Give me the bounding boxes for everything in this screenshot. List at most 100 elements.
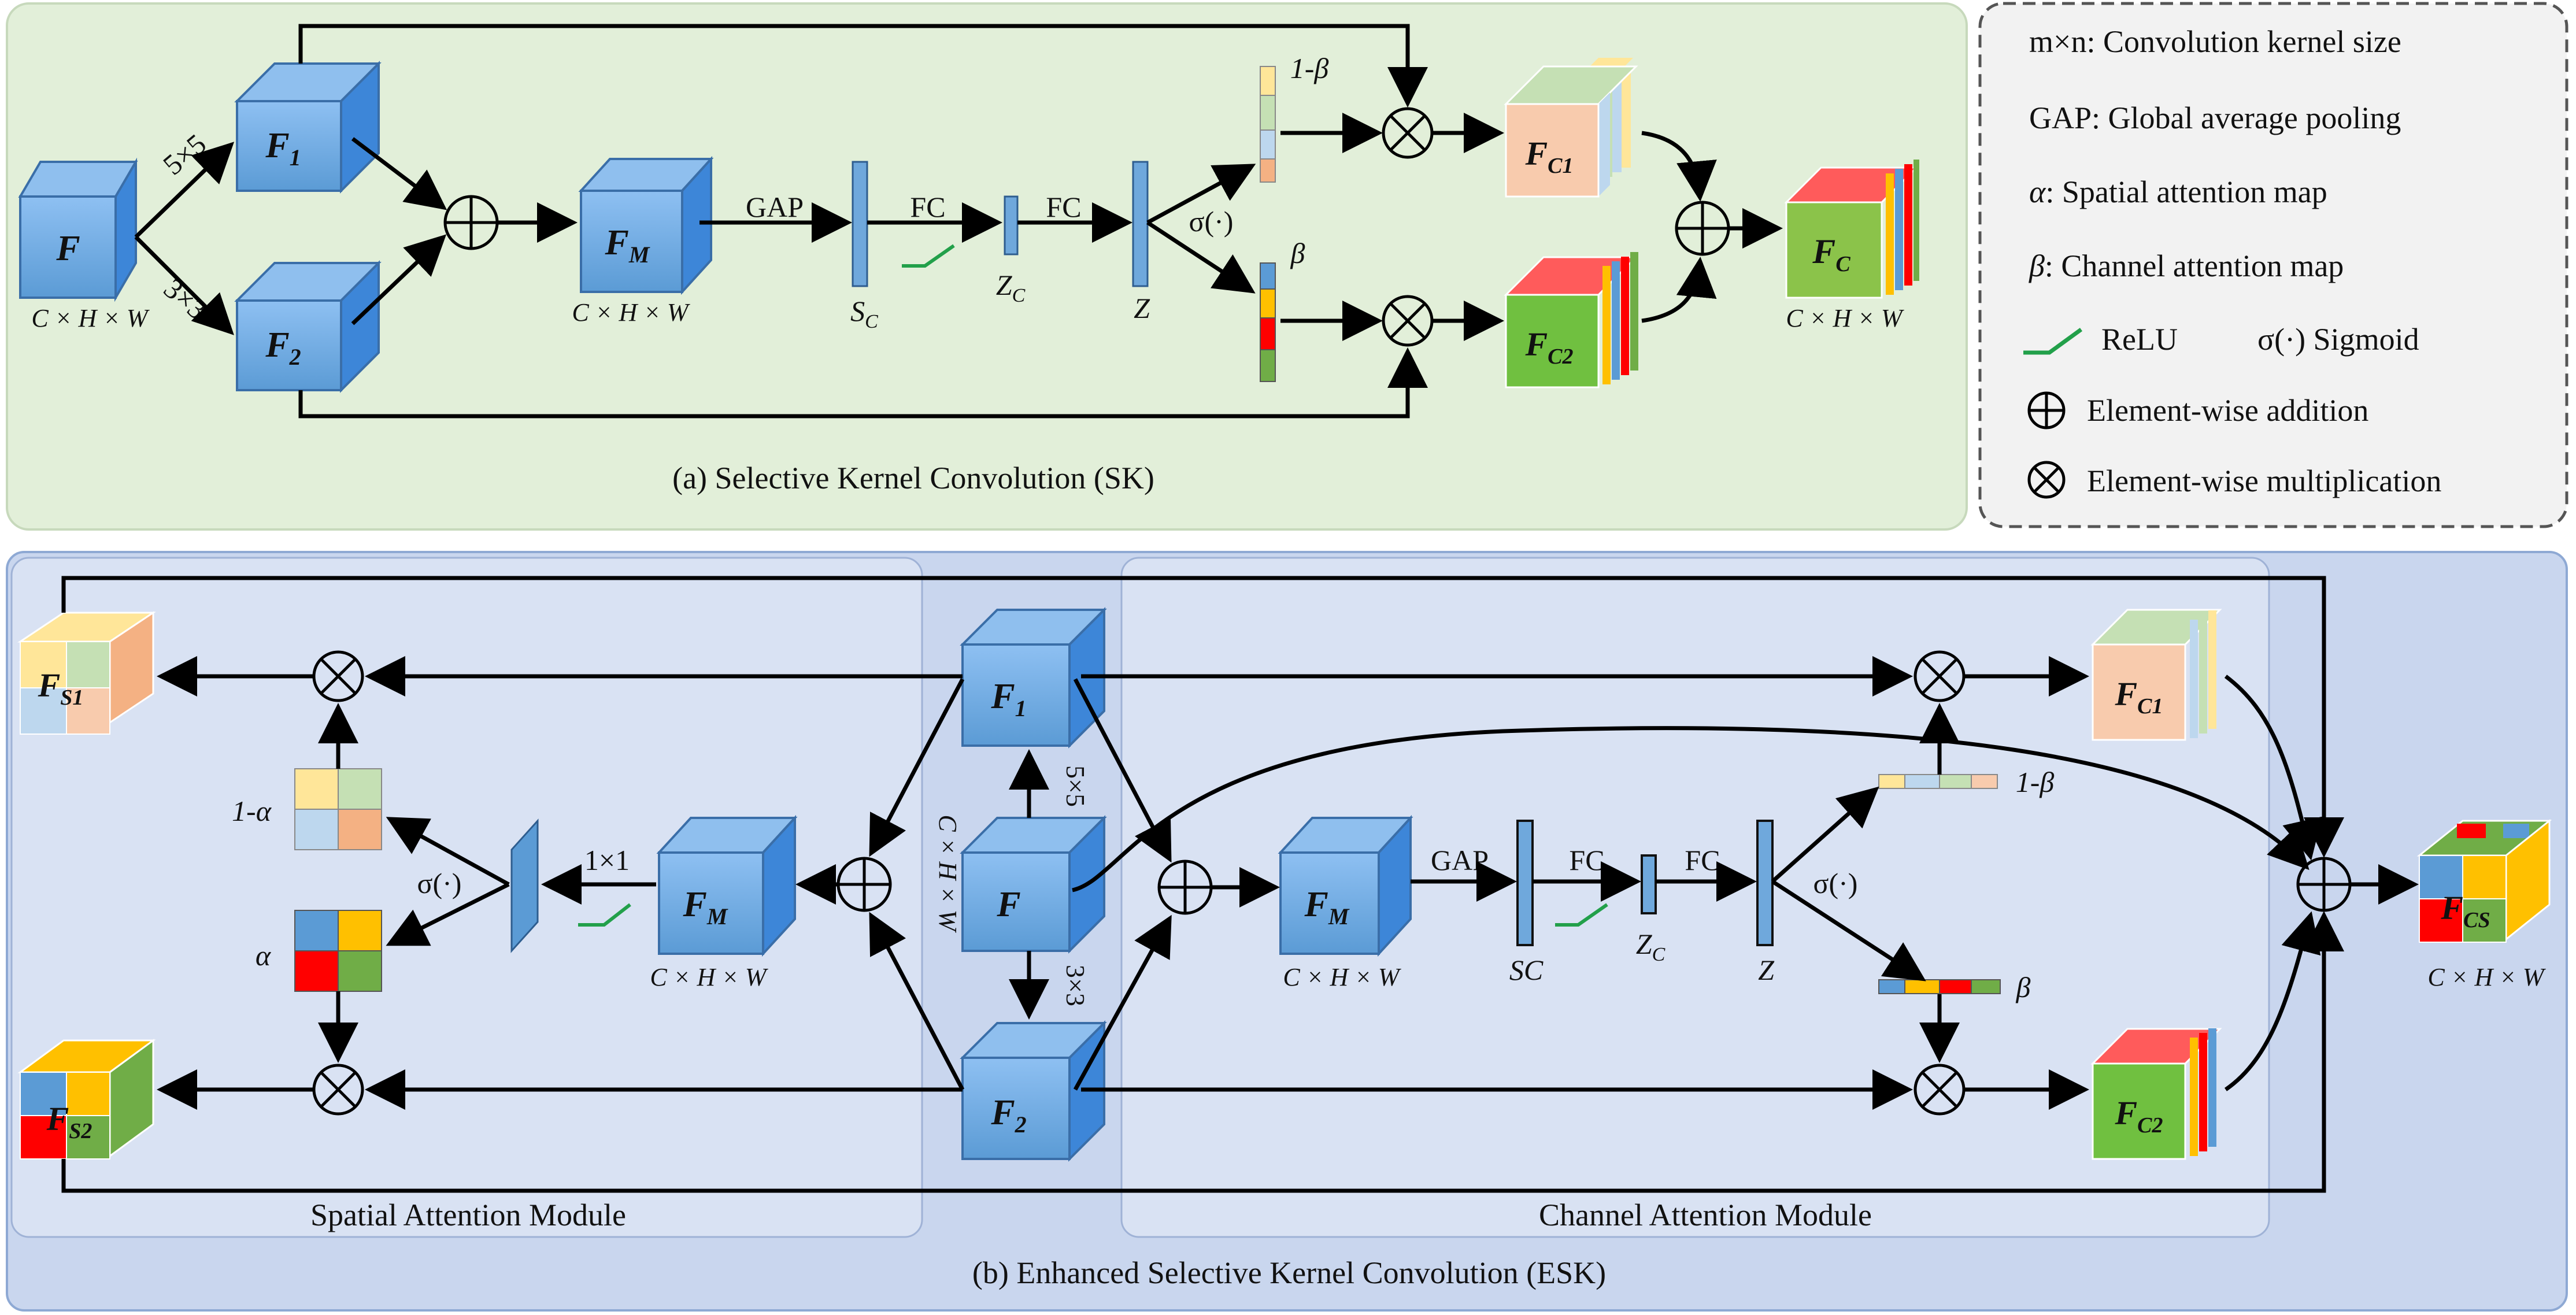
- vector-z: [1132, 161, 1149, 287]
- cube-f-label: F: [55, 229, 80, 268]
- vector-beta: [1260, 262, 1276, 382]
- label-b-beta: β: [2016, 971, 2031, 1003]
- legend-addition-icon: [2027, 391, 2066, 429]
- op-b-fc-2: FC: [1685, 844, 1720, 876]
- label-b-one-minus-beta: 1-β: [2016, 766, 2055, 798]
- cube-f2: F2: [234, 260, 382, 393]
- label-zc: ZC: [996, 269, 1026, 306]
- op-fc-1: FC: [910, 191, 945, 223]
- label-sc: SC: [850, 295, 878, 332]
- relu-b-left-icon: [578, 903, 631, 927]
- dims-fm: C × H × W: [572, 298, 690, 327]
- cube-b-f1: F1: [960, 607, 1107, 749]
- cube-fs1: FS1: [17, 611, 156, 735]
- cube-b-fc1: FC1: [2090, 609, 2222, 741]
- op-b-gap: GAP: [1431, 844, 1489, 876]
- vector-b-sc: [1516, 820, 1534, 946]
- dims-f: C × H × W: [31, 304, 150, 332]
- legend: m×n: Convolution kernel size GAP: Global…: [1978, 2, 2568, 528]
- dims-fc: C × H × W: [1786, 304, 1904, 332]
- addition-b-center: [1157, 860, 1213, 915]
- panel-b: F1 F F2 C × H × W 5×5 3×3: [6, 551, 2568, 1312]
- caption-b: (b) Enhanced Selective Kernel Convolutio…: [972, 1255, 1606, 1290]
- spatial-map-plate: [510, 818, 539, 953]
- cube-fcs: FCS: [2416, 818, 2552, 943]
- op-b-sigmoid-right: σ(·): [1813, 867, 1858, 899]
- legend-addition: Element-wise addition: [2087, 393, 2368, 428]
- dims-b-vertical: C × H × W: [934, 814, 962, 933]
- op-b-conv: 1×1: [584, 844, 630, 876]
- vector-b-beta: [1878, 979, 2001, 994]
- vector-b-one-minus-beta: [1878, 774, 1998, 789]
- cube-b-f1-label: F1: [990, 677, 1026, 721]
- label-b-sc: SC: [1509, 954, 1544, 986]
- cube-fc1: FC1: [1504, 58, 1638, 198]
- cube-b-f-label: F: [996, 885, 1020, 924]
- legend-relu-icon: [2023, 328, 2083, 355]
- cube-fc2-label: FC2: [1524, 325, 1573, 369]
- label-b-z: Z: [1758, 954, 1775, 986]
- vector-sc: [852, 161, 868, 287]
- multiply-a-bottom: [1382, 295, 1434, 347]
- cube-b-fm-left-label: FM: [683, 885, 728, 929]
- dims-b-fm-right: C × H × W: [1283, 963, 1401, 991]
- grid-alpha: [294, 910, 382, 992]
- dims-fcs: C × H × W: [2427, 963, 2546, 991]
- cube-b-fc1-label: FC1: [2114, 675, 2163, 718]
- op-sigmoid: σ(·): [1189, 205, 1234, 238]
- addition-b-final: [2296, 857, 2352, 912]
- caption-a: (a) Selective Kernel Convolution (SK): [672, 461, 1154, 495]
- cube-fc2: FC2: [1504, 252, 1638, 388]
- channel-module-box: [1120, 557, 2270, 1238]
- cube-fs2: FS2: [17, 1039, 156, 1160]
- relu-b-right-icon: [1555, 903, 1608, 927]
- grid-one-minus-alpha: [294, 768, 382, 850]
- label-beta: β: [1290, 237, 1305, 269]
- op-fc-2: FC: [1046, 191, 1081, 223]
- cube-fs1-label: FS1: [38, 666, 84, 710]
- cube-b-fm-right: FM: [1278, 814, 1413, 957]
- relu-icon: [902, 244, 955, 268]
- cube-b-fc2: FC2: [2090, 1028, 2222, 1160]
- vector-one-minus-beta: [1260, 66, 1276, 183]
- vector-b-zc: [1641, 854, 1657, 914]
- legend-relu: ReLU: [2101, 322, 2178, 357]
- label-z: Z: [1134, 292, 1150, 324]
- arrows-b: [61, 576, 2419, 1193]
- label-one-minus-alpha: 1-α: [232, 795, 272, 827]
- spatial-module-box: [10, 557, 923, 1238]
- cube-fc: FC: [1784, 160, 1919, 299]
- label-one-minus-beta: 1-β: [1290, 52, 1329, 84]
- cube-b-fc2-label: FC2: [2114, 1094, 2163, 1138]
- op-b-fc-1: FC: [1569, 844, 1604, 876]
- panel-a: F C × H × W F1 F2 5×5 3×3 FM C × H × W: [6, 2, 1968, 531]
- addition-a-right: [1675, 201, 1730, 256]
- kernel-b-5x5: 5×5: [1061, 765, 1090, 807]
- op-b-sigmoid-left: σ(·): [417, 867, 462, 899]
- cube-b-fm-left: FM: [656, 814, 798, 957]
- cube-f: F: [18, 157, 138, 302]
- cube-b-f: F: [960, 815, 1107, 954]
- legend-sigmoid: σ(·) Sigmoid: [2257, 322, 2419, 357]
- cube-fs2-label: FS2: [46, 1100, 92, 1143]
- legend-multiplication: Element-wise multiplication: [2087, 464, 2441, 498]
- vector-b-z: [1756, 820, 1774, 946]
- cube-f2-label: F2: [265, 325, 301, 370]
- addition-a: [443, 195, 499, 250]
- cube-fcs-label: FCS: [2440, 889, 2490, 932]
- kernel-b-3x3: 3×3: [1061, 965, 1090, 1006]
- label-b-zc: ZC: [1636, 928, 1665, 965]
- cube-f1: F1: [234, 61, 382, 194]
- label-spatial-module: Spatial Attention Module: [310, 1198, 626, 1232]
- cube-b-fm-right-label: FM: [1304, 885, 1350, 929]
- legend-alpha: α: Spatial attention map: [2029, 175, 2327, 209]
- legend-kernel-size: m×n: Convolution kernel size: [2029, 24, 2401, 59]
- arrows-a: [134, 24, 1783, 418]
- label-channel-module: Channel Attention Module: [1539, 1198, 1872, 1232]
- label-alpha: α: [256, 939, 272, 972]
- addition-b-left: [837, 857, 892, 912]
- cube-fc1-label: FC1: [1524, 135, 1573, 178]
- dims-b-fm-left: C × H × W: [650, 963, 768, 991]
- cube-fc-label: FC: [1812, 232, 1850, 276]
